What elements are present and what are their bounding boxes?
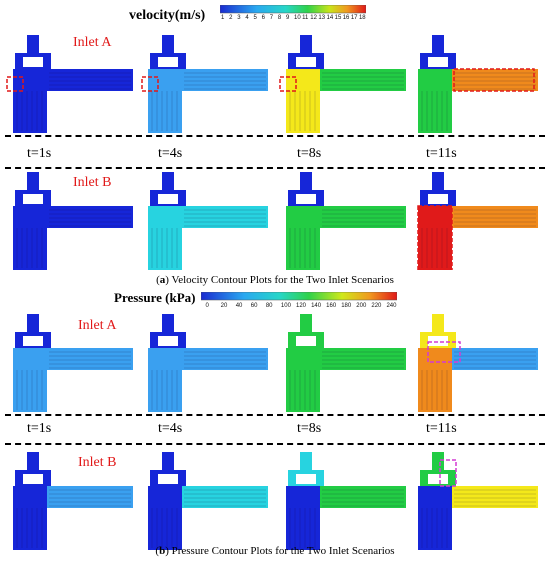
legend-tick: 18 [358, 15, 366, 21]
legend-tick: 8 [277, 15, 282, 21]
contour-panel [148, 452, 268, 550]
legend-tick: 20 [220, 303, 228, 309]
contour-panel [13, 172, 133, 270]
pressure-inlet-b-row [0, 450, 550, 550]
contour-panel [286, 172, 406, 270]
legend-tick: 180 [341, 303, 352, 309]
legend-tick: 4 [245, 15, 249, 21]
legend-tick: 15 [334, 15, 342, 21]
contour-panel [418, 314, 538, 412]
velocity-inlet-b-label: Inlet B [73, 175, 112, 190]
velocity-time-label-4: t=11s [426, 146, 457, 161]
velocity-colorbar [220, 5, 366, 14]
legend-tick: 60 [250, 303, 258, 309]
pressure-colorbar [201, 292, 397, 301]
contour-panel [286, 314, 406, 412]
contour-panel [418, 452, 538, 550]
pressure-inlet-b-label: Inlet B [78, 455, 117, 470]
legend-tick: 1 [221, 15, 225, 21]
legend-tick: 2 [229, 15, 233, 21]
legend-tick: 14 [326, 15, 334, 21]
velocity-time-label-3: t=8s [297, 146, 322, 161]
legend-tick: 17 [350, 15, 358, 21]
legend-tick: 240 [386, 303, 397, 309]
pressure-tick-row: 0 20 40 60 80 100 120 140 160 180 200 220 240 [201, 303, 397, 311]
legend-tick: 40 [235, 303, 243, 309]
velocity-inlet-a-row [0, 33, 550, 133]
pressure-inlet-a-label: Inlet A [78, 318, 117, 333]
legend-tick: 220 [371, 303, 382, 309]
contour-panel [6, 35, 133, 133]
legend-tick: 16 [342, 15, 350, 21]
contour-panel [13, 314, 133, 412]
contour-panel [418, 35, 538, 133]
legend-tick: 100 [280, 303, 291, 309]
pressure-caption-letter: b [159, 545, 166, 557]
velocity-inlet-b-row [0, 170, 550, 270]
pressure-caption-text: Pressure Contour Plots for the Two Inlet… [171, 545, 395, 557]
pressure-time-label-3: t=8s [297, 421, 322, 436]
velocity-caption-letter: a [159, 274, 166, 286]
legend-tick: 80 [265, 303, 273, 309]
contour-panel [13, 452, 133, 550]
pressure-time-label-1: t=1s [27, 421, 52, 436]
pressure-time-label-2: t=4s [158, 421, 183, 436]
legend-tick: 140 [311, 303, 322, 309]
legend-tick: 6 [261, 15, 265, 21]
velocity-legend-title: velocity(m/s) [129, 8, 206, 23]
velocity-caption: (a) Velocity Contour Plots for the Two I… [156, 274, 394, 286]
velocity-caption-text: Velocity Contour Plots for the Two Inlet… [171, 274, 394, 286]
contour-panel [279, 35, 406, 133]
pressure-separator-top [5, 414, 545, 416]
legend-tick: 5 [253, 15, 257, 21]
velocity-time-label-2: t=4s [158, 146, 183, 161]
pressure-time-label-4: t=11s [426, 421, 457, 436]
pressure-caption: (b) Pressure Contour Plots for the Two I… [155, 545, 395, 557]
legend-tick: 13 [318, 15, 326, 21]
legend-tick: 11 [302, 15, 309, 21]
velocity-separator-bottom [5, 167, 545, 169]
legend-tick: 9 [285, 15, 290, 21]
velocity-time-label-1: t=1s [27, 146, 52, 161]
pressure-separator-bottom [5, 443, 545, 445]
pressure-inlet-a-row [0, 312, 550, 412]
pressure-legend-title: Pressure (kPa) [114, 290, 196, 305]
contour-panel [417, 172, 538, 270]
legend-tick: 10 [294, 15, 301, 21]
legend-tick: 3 [237, 15, 241, 21]
velocity-inlet-a-label: Inlet A [73, 35, 112, 50]
legend-tick: 7 [269, 15, 274, 21]
legend-tick: 12 [310, 15, 317, 21]
legend-tick: 0 [205, 303, 209, 309]
legend-tick: 160 [326, 303, 337, 309]
legend-tick: 120 [296, 303, 307, 309]
contour-panel [148, 172, 268, 270]
contour-panel [141, 35, 268, 133]
contour-panel [286, 452, 406, 550]
velocity-separator-top [5, 135, 545, 137]
contour-panel [148, 314, 268, 412]
legend-tick: 200 [356, 303, 367, 309]
